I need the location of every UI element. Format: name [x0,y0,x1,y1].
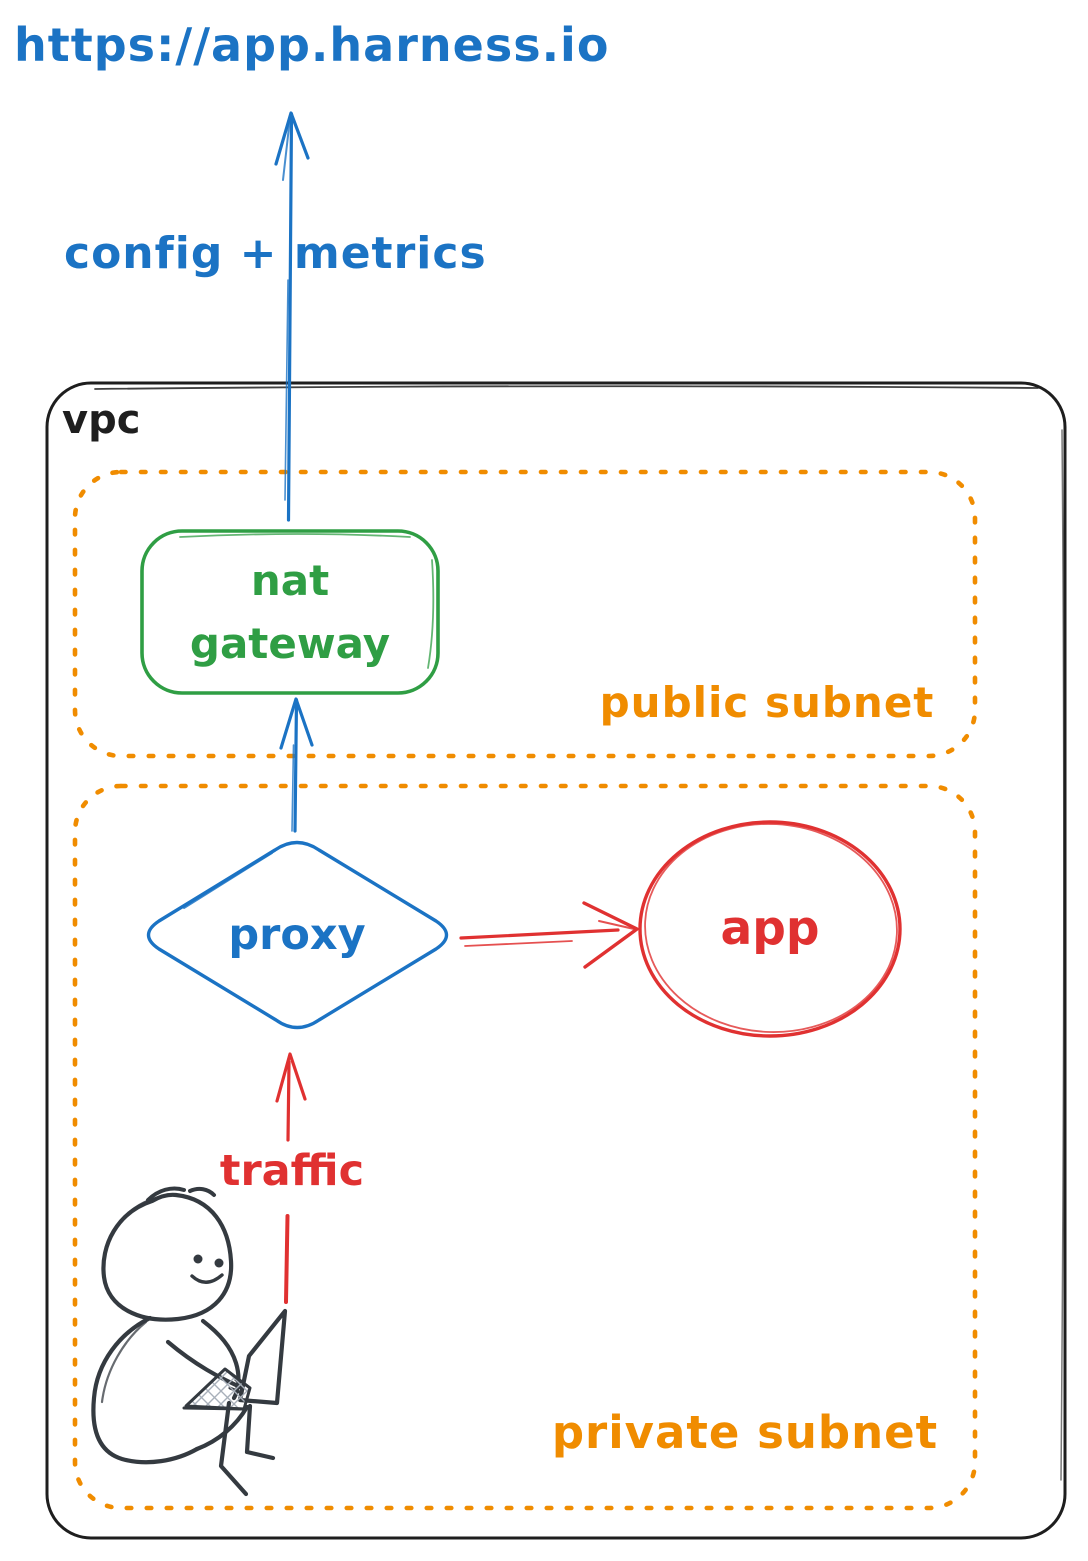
public-subnet-label: public subnet [599,678,935,727]
app-label: app [720,901,820,956]
nat-gateway-line2: gateway [189,619,391,668]
proxy-label: proxy [228,910,366,960]
public-subnet-box [72,469,978,759]
proxy-to-app-arrow [459,901,639,969]
nat-gateway-line1: nat [250,556,330,605]
vpc-box [45,381,1067,1540]
traffic-arrow [275,1052,307,1304]
app-circle [638,820,902,1038]
vpc-label: vpc [62,397,141,443]
nat-gateway-box [140,529,440,695]
private-subnet-box [72,783,978,1511]
config-metrics-label: config + metrics [64,228,487,279]
proxy-diamond [146,840,449,1030]
person-with-laptop-icon [91,1186,288,1497]
proxy-to-nat-arrow [279,697,314,833]
private-subnet-label: private subnet [551,1406,939,1459]
traffic-label: traffic [219,1146,365,1196]
url-label: https://app.harness.io [14,18,610,72]
config-metrics-arrow [274,111,310,522]
nat-gateway-label: nat gateway [142,531,438,693]
